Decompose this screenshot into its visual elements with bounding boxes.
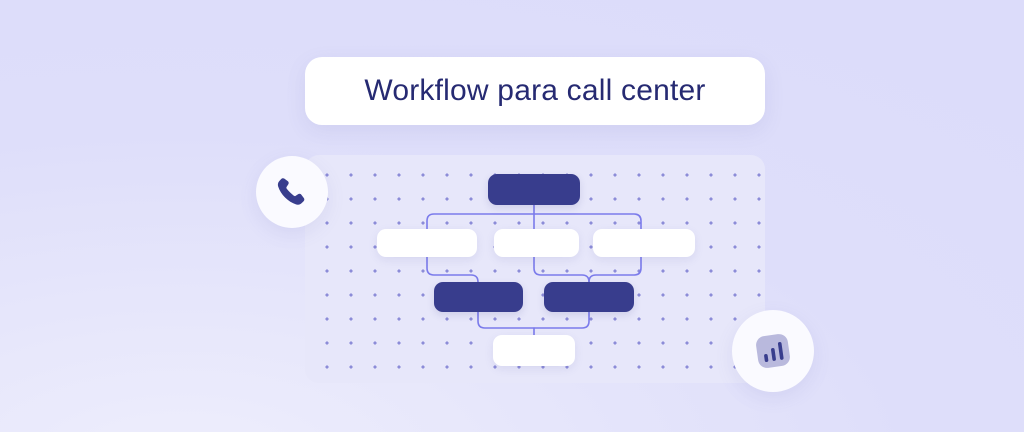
flow-node-root[interactable] [488, 174, 580, 205]
flow-node-action-right[interactable] [544, 282, 634, 312]
phone-icon [277, 178, 305, 205]
page-title: Workflow para call center [364, 74, 706, 107]
flow-node-branch-left[interactable] [377, 229, 477, 257]
bar-chart-icon [756, 334, 790, 368]
chart-badge [732, 310, 814, 392]
flow-node-action-left[interactable] [434, 282, 523, 312]
flow-node-branch-mid[interactable] [494, 229, 579, 257]
phone-badge [256, 156, 328, 228]
flow-node-branch-right[interactable] [593, 229, 695, 257]
title-card: Workflow para call center [305, 57, 765, 125]
flow-node-end[interactable] [493, 335, 575, 366]
